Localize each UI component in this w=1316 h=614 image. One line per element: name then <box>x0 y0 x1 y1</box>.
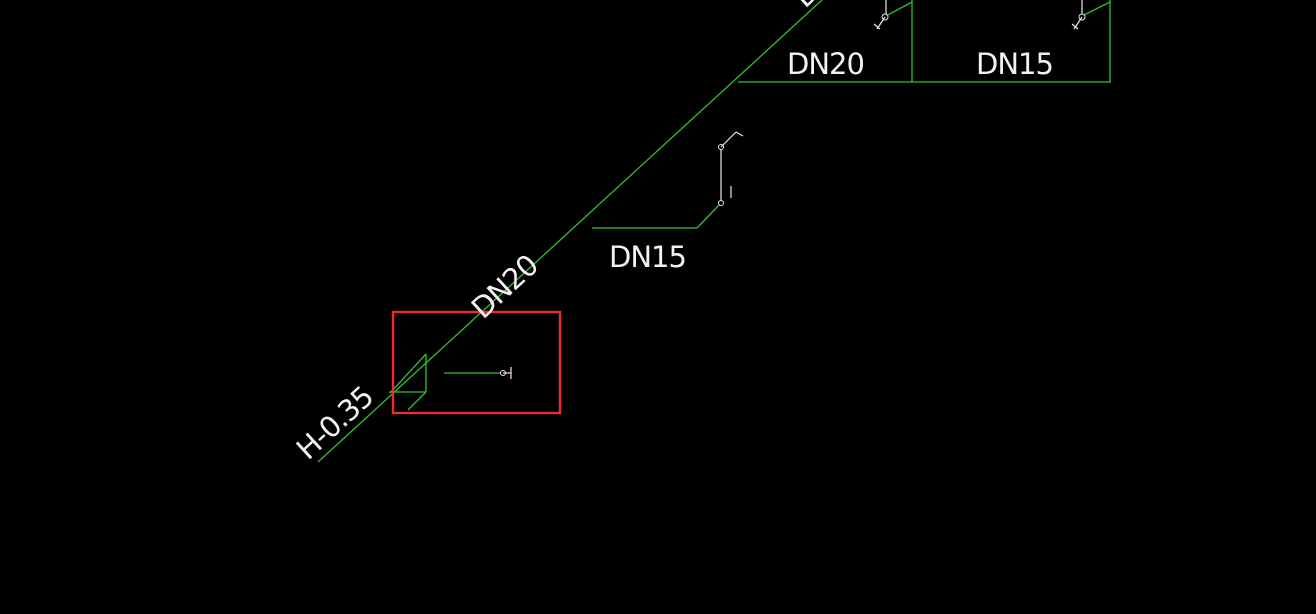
upper-fixture-2 <box>1071 0 1111 30</box>
pipe-label-dn20-diagonal: DN20 <box>465 248 545 325</box>
highlight-box <box>391 310 562 415</box>
middle-fixture <box>696 131 744 229</box>
pipe-label-dn15-top: DN15 <box>976 47 1053 81</box>
pipe-label-top-clipped: DN20 <box>787 0 867 14</box>
pipe-label-dn15-mid: DN15 <box>609 240 686 274</box>
elevation-label: H-0.35 <box>290 380 380 466</box>
upper-fixture-1 <box>873 0 913 30</box>
lower-fixture <box>389 353 512 411</box>
pipe-label-dn20-top: DN20 <box>787 47 864 81</box>
main-diagonal-pipe <box>317 0 823 463</box>
